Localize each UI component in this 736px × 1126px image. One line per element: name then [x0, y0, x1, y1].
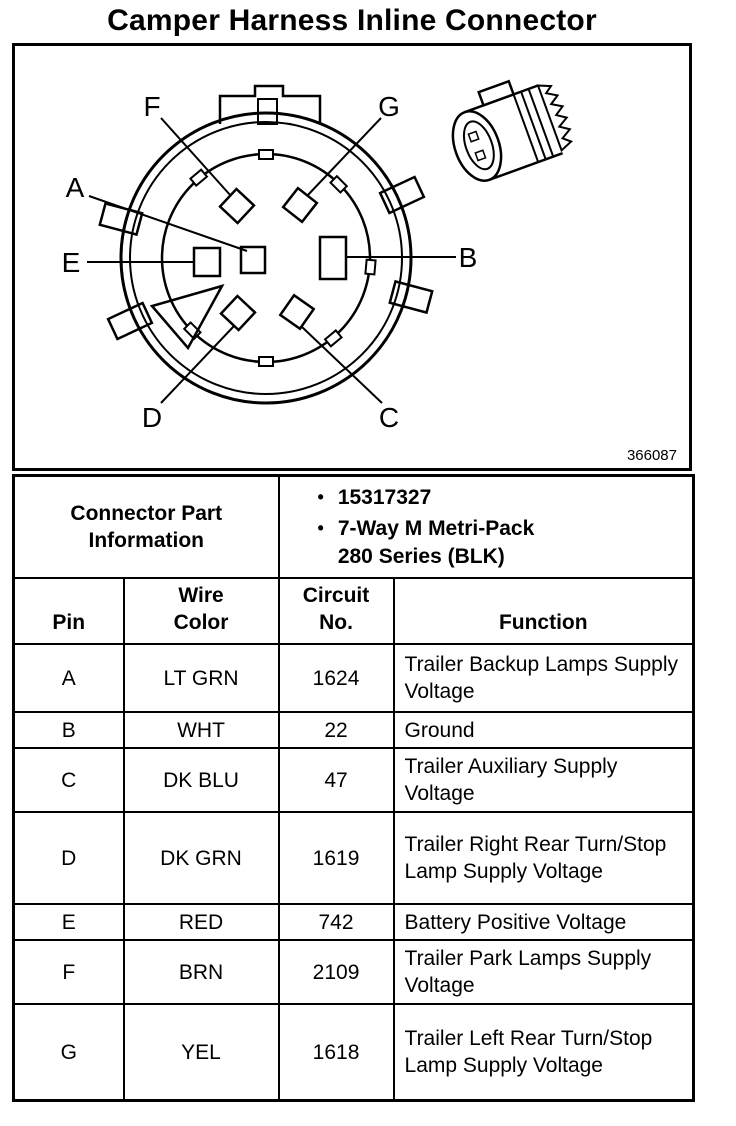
table-header-row: Pin Wire Color Circuit No. Function: [12, 576, 695, 646]
pin-label-d: D: [142, 402, 162, 433]
col-header-wire: Wire Color: [122, 576, 280, 646]
table-row: C DK BLU 47 Trailer Auxiliary Supply Vol…: [12, 747, 695, 814]
connector-3d-view: [451, 79, 574, 182]
keyway-wedge: [149, 283, 225, 351]
circuit-cell: 1618: [277, 1003, 395, 1102]
leader-line-a: [88, 195, 248, 252]
table-row: B WHT 22 Ground: [12, 711, 695, 750]
wire-cell: DK BLU: [122, 747, 280, 814]
pin-d-shape: [219, 294, 257, 332]
function-cell: Trailer Right Rear Turn/Stop Lamp Supply…: [392, 811, 695, 906]
wire-cell: YEL: [122, 1003, 280, 1102]
pin-label-c: C: [379, 402, 399, 433]
function-cell: Trailer Park Lamps Supply Voltage: [392, 939, 695, 1006]
bullet-icon: •: [317, 518, 324, 539]
pin-cell: G: [12, 1003, 125, 1102]
function-cell: Ground: [392, 711, 695, 750]
pin-c-shape: [278, 293, 316, 331]
leader-line-c: [301, 326, 383, 404]
wire-cell: DK GRN: [122, 811, 280, 906]
pin-label-b: B: [459, 242, 478, 273]
pin-cell: C: [12, 747, 125, 814]
circuit-cell: 47: [277, 747, 395, 814]
table-row: A LT GRN 1624 Trailer Backup Lamps Suppl…: [12, 643, 695, 714]
connector-info-table: Connector Part Information • 15317327 • …: [12, 474, 696, 1102]
part-info-row: Connector Part Information • 15317327 • …: [12, 474, 695, 579]
table-row: E RED 742 Battery Positive Voltage: [12, 903, 695, 942]
connector-part-info-values: • 15317327 • 7-Way M Metri-Pack 280 Seri…: [277, 474, 695, 579]
pin-cell: D: [12, 811, 125, 906]
pin-f-shape: [218, 187, 256, 225]
pin-label-a: A: [66, 172, 85, 203]
part-number: 15317327: [337, 486, 432, 509]
bullet-icon: •: [317, 487, 324, 507]
pin-cell: A: [12, 643, 125, 714]
connector-type: 7-Way M Metri-Pack 280 Series (BLK): [337, 517, 535, 568]
leader-line-g: [306, 117, 382, 197]
pin-label-f: F: [143, 91, 160, 122]
col-header-function: Function: [392, 576, 695, 646]
col-header-pin: Pin: [12, 576, 125, 646]
manual-page: Camper Harness Inline Connector: [12, 4, 696, 1102]
wire-cell: LT GRN: [122, 643, 280, 714]
wire-cell: WHT: [122, 711, 280, 750]
page-title: Camper Harness Inline Connector: [107, 4, 597, 37]
leader-line-f: [160, 117, 232, 197]
table-row: G YEL 1618 Trailer Left Rear Turn/Stop L…: [12, 1003, 695, 1102]
table-row: F BRN 2109 Trailer Park Lamps Supply Vol…: [12, 939, 695, 1006]
part-number-item: • 15317327: [318, 484, 687, 511]
connector-part-info-label: Connector Part Information: [12, 474, 280, 579]
circuit-cell: 1619: [277, 811, 395, 906]
pin-cell: B: [12, 711, 125, 750]
figure-number: 366087: [627, 447, 677, 464]
wire-cell: BRN: [122, 939, 280, 1006]
connector-diagram: F G A E B D C 366087: [62, 79, 677, 464]
wire-cell: RED: [122, 903, 280, 942]
circuit-cell: 1624: [277, 643, 395, 714]
table-row: D DK GRN 1619 Trailer Right Rear Turn/St…: [12, 811, 695, 906]
function-cell: Trailer Left Rear Turn/Stop Lamp Supply …: [392, 1003, 695, 1102]
pin-label-g: G: [378, 91, 400, 122]
pin-cell: F: [12, 939, 125, 1006]
pin-e-shape: [192, 246, 222, 278]
col-header-circuit: Circuit No.: [277, 576, 395, 646]
connector-diagram-box: F G A E B D C 366087: [12, 43, 692, 471]
connector-type-item: • 7-Way M Metri-Pack 280 Series (BLK): [318, 515, 687, 570]
pin-g-shape: [281, 186, 319, 224]
circuit-cell: 22: [277, 711, 395, 750]
leader-line-d: [160, 325, 235, 404]
terminal-pins: [192, 186, 348, 332]
pin-label-e: E: [62, 247, 81, 278]
connector-lock-tab: [218, 84, 322, 125]
pin-labels: F G A E B D C: [62, 91, 478, 433]
circuit-cell: 742: [277, 903, 395, 942]
function-cell: Trailer Backup Lamps Supply Voltage: [392, 643, 695, 714]
leader-lines: [87, 117, 456, 404]
function-cell: Trailer Auxiliary Supply Voltage: [392, 747, 695, 814]
pin-cell: E: [12, 903, 125, 942]
circuit-cell: 2109: [277, 939, 395, 1006]
pin-b-shape: [318, 235, 348, 281]
function-cell: Battery Positive Voltage: [392, 903, 695, 942]
